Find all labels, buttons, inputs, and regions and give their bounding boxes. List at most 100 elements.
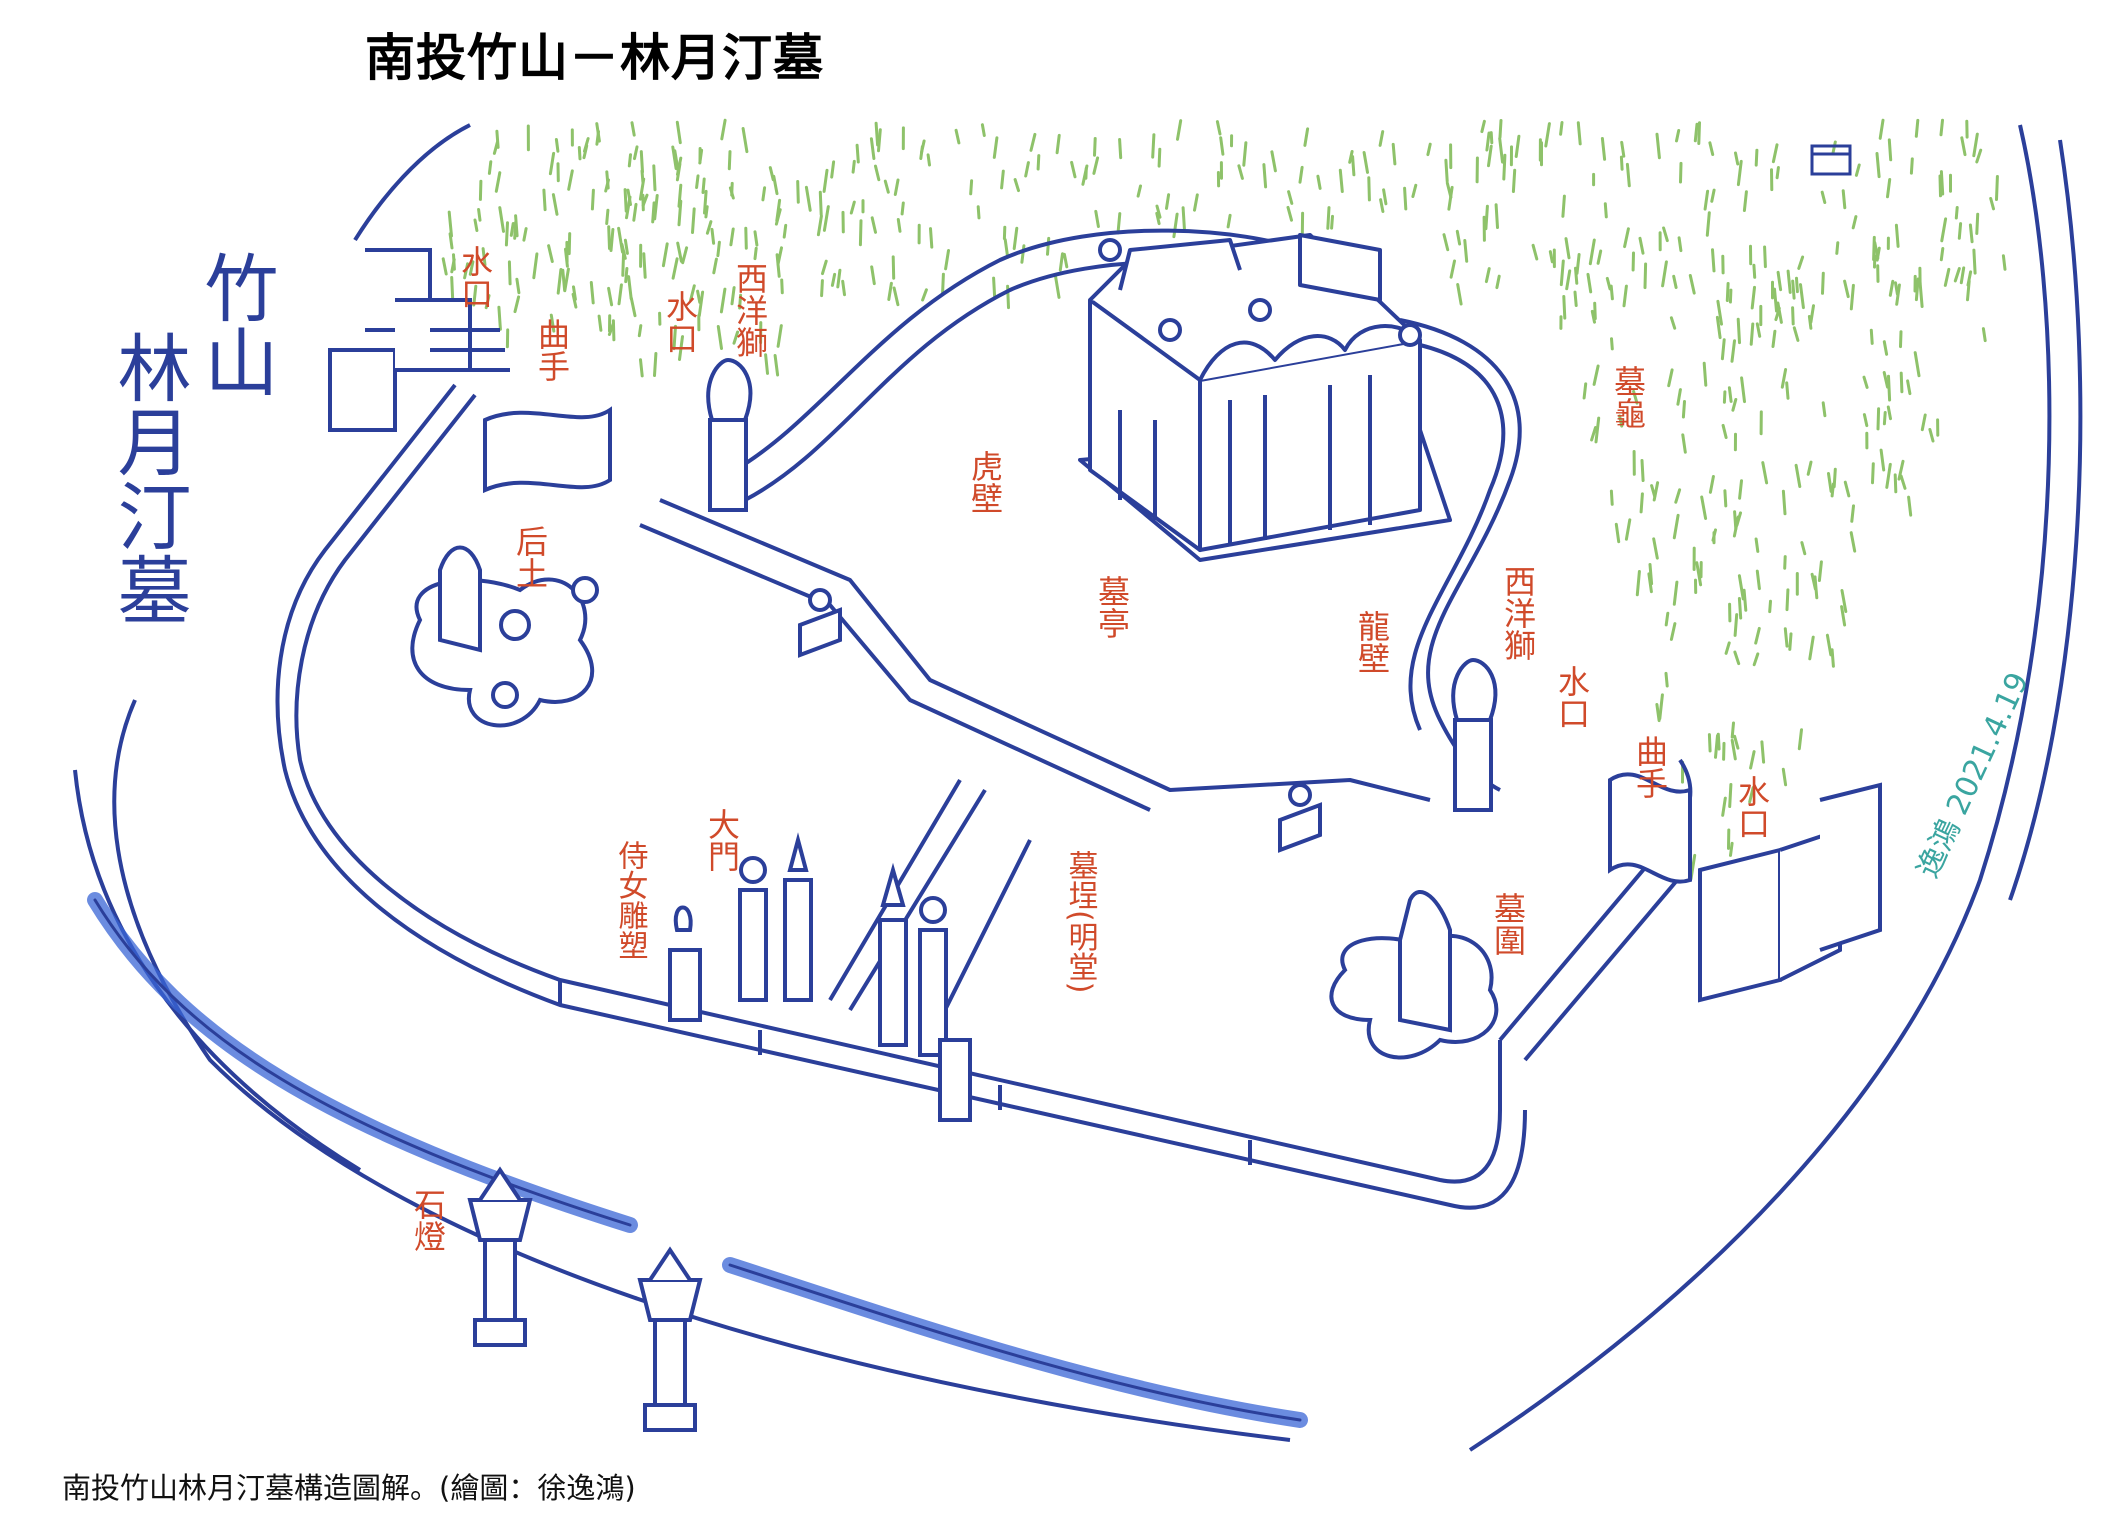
grass-stroke [1046,236,1051,256]
grass-stroke [1776,301,1783,324]
grass-stroke [1447,185,1454,211]
grass-stroke [1899,371,1904,394]
grass-stroke [1794,463,1802,488]
grass-stroke [1876,407,1881,431]
grass-stroke [1463,239,1469,263]
grass-stroke [653,194,659,221]
grass-stroke [1172,212,1179,239]
grass-stroke [1708,141,1715,156]
grass-stroke [976,205,981,220]
grass-stroke [1781,489,1787,516]
grass-stroke [1840,605,1847,627]
grass-stroke [1573,290,1578,307]
grass-stroke [836,268,842,289]
grass-stroke [1620,140,1626,158]
grass-stroke [1669,316,1677,330]
grass-stroke [1502,153,1507,181]
label-curved-arm-e: 曲手 [1631,735,1669,799]
grass-stroke [1752,263,1757,279]
grass-stroke [494,171,502,193]
grass-stroke [1734,151,1740,166]
grass-stroke [1736,159,1743,187]
grass-stroke [1797,255,1805,270]
grass-stroke [1716,299,1723,326]
grass-stroke [1914,277,1920,302]
grass-stroke [497,305,502,331]
grass-stroke [1658,693,1664,721]
grass-stroke [1094,209,1100,228]
grass-stroke [883,179,890,194]
grass-stroke [855,143,860,164]
grass-stroke [1733,613,1739,637]
grass-stroke [753,246,758,261]
grass-stroke [1024,161,1030,178]
grass-stroke [567,232,572,256]
grass-stroke [703,189,708,215]
grass-stroke [1681,433,1687,454]
grass-stroke [1720,338,1726,361]
grass-stroke [677,199,683,227]
grass-stroke [1791,306,1795,326]
grass-stroke [1840,589,1848,613]
grass-stroke [1622,284,1628,308]
grass-stroke [671,145,678,170]
grass-stroke [1895,283,1901,306]
grass-stroke [1092,156,1100,175]
grass-stroke [1714,734,1719,759]
grass-stroke [730,286,736,306]
grass-stroke [1609,489,1614,506]
grass-stroke [1367,176,1371,202]
grass-stroke [712,257,718,275]
grass-stroke [874,164,881,182]
figure-caption: 南投竹山林月汀墓構造圖解。(繪圖：徐逸鴻) [62,1471,636,1505]
grass-stroke [1494,203,1499,229]
grass-stroke [651,201,656,224]
grass-stroke [1821,401,1827,418]
grass-stroke [627,153,632,168]
grass-stroke [1586,272,1593,294]
grass-stroke [1737,597,1743,620]
label-dragon-wall: 龍壁 [1353,610,1391,674]
grass-stroke [1928,428,1935,443]
grass-stroke [1907,495,1913,517]
grass-stroke [1286,205,1293,222]
grass-stroke [1029,132,1037,152]
label-earth-god: 后土 [511,525,549,589]
grass-stroke [1792,326,1800,342]
grass-stroke [1594,416,1601,444]
grass-stroke [1711,248,1716,273]
grass-stroke [1565,269,1572,291]
grass-stroke [653,352,658,377]
grass-stroke [1136,184,1142,198]
grass-stroke [695,174,700,189]
grass-stroke [1664,611,1670,627]
grass-stroke [484,294,491,310]
side-title-line-2: 林月汀墓 [105,330,191,626]
grass-stroke [1721,796,1727,817]
grass-stroke [611,319,616,342]
grass-stroke [1662,226,1669,243]
grass-stroke [1693,122,1699,143]
grass-stroke [1498,137,1504,164]
label-curved-arm-w: 曲手 [533,318,571,382]
grass-stroke [780,278,784,295]
grass-stroke [1754,626,1761,645]
grass-stroke [1379,198,1385,213]
lion-posts [706,357,1498,812]
grass-stroke [1215,120,1222,136]
grass-stroke [623,238,629,255]
grass-stroke [609,228,615,252]
grass-stroke [753,230,759,247]
grass-stroke [1742,190,1748,212]
grass-stroke [1000,169,1005,190]
grass-stroke [900,201,905,216]
grass-stroke [1593,301,1597,320]
grass-stroke [1531,243,1539,261]
grass-stroke [1219,136,1225,156]
grass-stroke [1625,162,1631,188]
grass-stroke [1702,361,1708,387]
grass-stroke [1760,740,1766,764]
grass-stroke [1871,462,1875,485]
grass-stroke [1495,274,1501,290]
grass-stroke [1959,266,1966,285]
